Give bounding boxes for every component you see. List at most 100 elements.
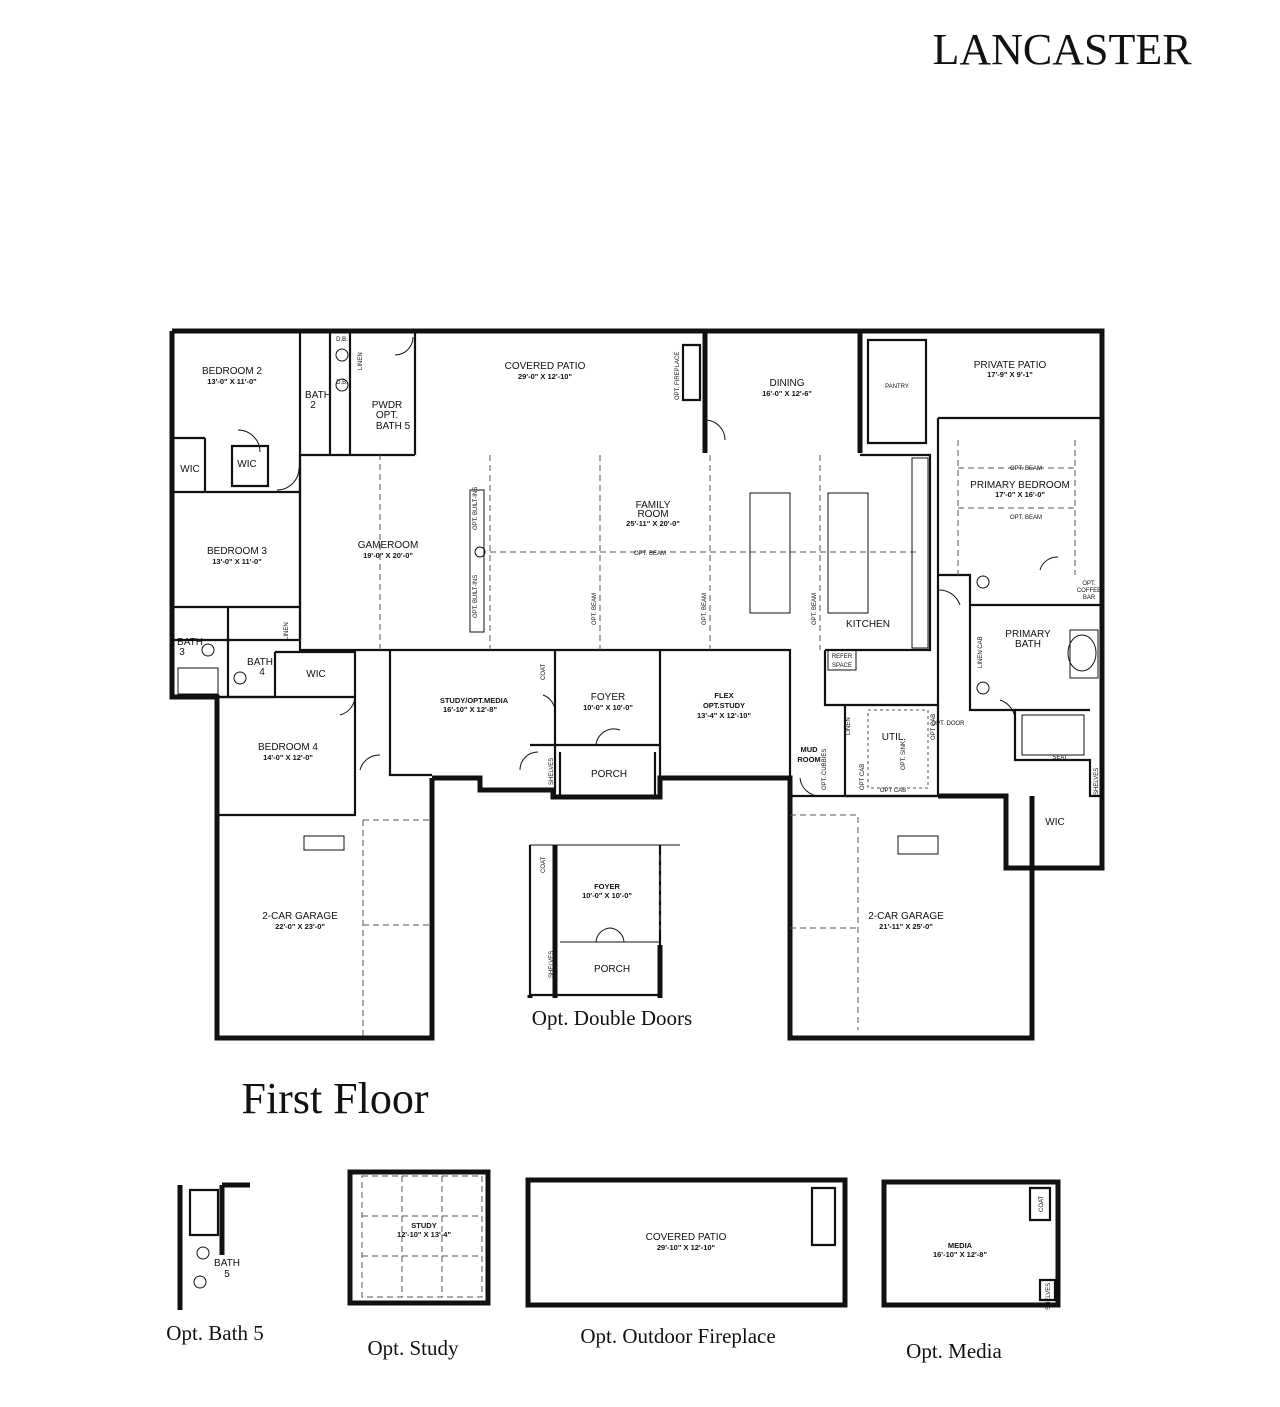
bedroom4-dims: 14'-0" X 12'-0" — [263, 753, 313, 762]
bath-fixtures — [177, 348, 1099, 756]
opt-beam-label-6: OPT. BEAM — [812, 593, 818, 625]
primary-bath-label-2: BATH — [1015, 639, 1041, 650]
space-label: SPACE — [832, 663, 852, 669]
opt-media-label: MEDIA — [948, 1241, 973, 1250]
coffee-bar-3: BAR — [1083, 595, 1096, 601]
shelves-label-2: SHELVES — [1094, 768, 1100, 795]
gameroom-dims: 19'-0" X 20'-0" — [363, 551, 413, 560]
study-media-dims: 16'-10" X 12'-8" — [443, 705, 497, 714]
pantry-label: PANTRY — [885, 384, 909, 390]
linen-label-1: LINEN — [358, 352, 364, 370]
covered-patio-dims: 29'-0" X 12'-10" — [518, 372, 572, 381]
opt-bath5-num: 5 — [224, 1269, 230, 1280]
refer-label: REFER — [832, 654, 853, 660]
opt-study-inset: STUDY 12'-10" X 13'-4" Opt. Study — [347, 1169, 491, 1360]
pwdr-opt: OPT. — [376, 410, 398, 421]
study-media-label: STUDY/OPT.MEDIA — [440, 696, 509, 705]
plan-title: LANCASTER — [932, 25, 1192, 74]
garage-left-dims: 22'-0" X 23'-0" — [275, 922, 325, 931]
util-label: UTIL. — [882, 732, 906, 743]
opt-door-label: OPT. DOOR — [931, 721, 965, 727]
coffee-bar-1: OPT. — [1082, 581, 1096, 587]
linen-label-3: LINEN — [846, 717, 852, 735]
interior-walls — [172, 331, 1102, 817]
porch2-label: PORCH — [594, 964, 630, 975]
opt-beam-label-2: OPT. BEAM — [1010, 515, 1042, 521]
opt-cab-label-1: OPT CAB — [880, 788, 906, 794]
coat-label-2: COAT — [541, 856, 547, 873]
opt-fireplace-caption: Opt. Outdoor Fireplace — [580, 1324, 775, 1348]
pwdr-label: PWDR — [372, 400, 403, 411]
bath4-label: BATH — [247, 657, 273, 668]
dining-label: DINING — [770, 378, 805, 389]
opt-beam-label-3: OPT. BEAM — [634, 551, 666, 557]
opt-beam-label-4: OPT. BEAM — [592, 593, 598, 625]
opt-cubbies-label: OPT. CUBBIES — [822, 749, 828, 790]
primary-bedroom-label: PRIMARY BEDROOM — [970, 480, 1070, 491]
opt-media-coat-label: COAT — [1039, 1195, 1045, 1212]
coat-label-1: COAT — [541, 663, 547, 680]
garage-right-label: 2-CAR GARAGE — [868, 911, 944, 922]
opt-bath5-inset: BATH 5 Opt. Bath 5 — [166, 1182, 264, 1345]
bedroom2-label: BEDROOM 2 — [202, 366, 262, 377]
opt-fireplace-patio-dims: 29'-10" X 12'-10" — [657, 1243, 716, 1252]
opt-bath5-label: BATH — [214, 1258, 240, 1269]
opt-double-doors-caption: Opt. Double Doors — [532, 1006, 692, 1030]
opt-builtins-label-2: OPT. BUILT-INS — [473, 575, 479, 618]
covered-patio-label: COVERED PATIO — [505, 361, 586, 372]
mud-room-label-1: MUD — [800, 745, 818, 754]
opt-sink-label: OPT. SINK — [901, 741, 907, 770]
bedroom2-dims: 13'-0" X 11'-0" — [207, 377, 257, 386]
opt-fireplace-patio-label: COVERED PATIO — [646, 1232, 727, 1243]
private-patio-dims: 17'-9" X 9'-1" — [987, 370, 1033, 379]
foyer2-dims: 10'-0" X 10'-0" — [582, 891, 632, 900]
linen-label-2: LINEN — [284, 622, 290, 640]
family-room-label-2: ROOM — [637, 509, 668, 520]
porch-label: PORCH — [591, 769, 627, 780]
opt-fireplace-label: OPT. FIREPLACE — [675, 352, 681, 400]
seat-label: SEAT — [1052, 755, 1068, 761]
kitchen-islands — [303, 457, 939, 855]
foyer2-label: FOYER — [594, 882, 620, 891]
first-floor-label: First Floor — [241, 1074, 428, 1123]
bath4-num: 4 — [259, 667, 265, 678]
bath3-label: BATH — [177, 637, 203, 648]
wic-primary-label: WIC — [1045, 817, 1064, 828]
shelves-label-3: SHELVES — [549, 951, 555, 978]
foyer-dims: 10'-0" X 10'-0" — [583, 703, 633, 712]
shelves-label-1: SHELVES — [549, 758, 555, 785]
linen-cab-label: LINEN CAB — [978, 636, 984, 668]
opt-beam-label-1: OPT. BEAM — [1010, 466, 1042, 472]
bedroom4-label: BEDROOM 4 — [258, 742, 318, 753]
foyer-label: FOYER — [591, 692, 625, 703]
gameroom-label: GAMEROOM — [358, 540, 419, 551]
db-label-2: D.B. — [336, 380, 348, 386]
opt-cab-label-2: OPT CAB — [860, 764, 866, 790]
family-room-label-1: FAMILY — [636, 500, 671, 511]
opt-beam-label-5: OPT. BEAM — [702, 593, 708, 625]
optional-beams — [362, 440, 1076, 1038]
bath2-label: BATH — [305, 390, 331, 401]
kitchen-label: KITCHEN — [846, 619, 890, 630]
bedroom3-label: BEDROOM 3 — [207, 546, 267, 557]
flex-label-1: FLEX — [714, 691, 733, 700]
db-label-1: D.B. — [336, 337, 348, 343]
opt-fireplace-inset: COVERED PATIO 29'-10" X 12'-10" Opt. Out… — [525, 1177, 848, 1348]
opt-media-inset: MEDIA 16'-10" X 12'-8" COAT SHELVES Opt.… — [881, 1179, 1061, 1363]
flex-label-2: OPT.STUDY — [703, 701, 745, 710]
door-swings — [237, 336, 1059, 797]
garage-right-dims: 21'-11" X 25'-0" — [879, 922, 933, 931]
bath3-num: 3 — [179, 647, 185, 658]
opt-media-caption: Opt. Media — [906, 1339, 1002, 1363]
room-labels: BEDROOM 2 13'-0" X 11'-0" BATH 2 PWDR OP… — [177, 337, 1101, 931]
opt-study-label: STUDY — [411, 1221, 436, 1230]
mud-room-label-2: ROOM — [797, 755, 820, 764]
bedroom3-dims: 13'-0" X 11'-0" — [212, 557, 262, 566]
wic-mid-label: WIC — [237, 459, 256, 470]
exterior-walls — [169, 328, 1105, 1041]
dining-dims: 16'-0" X 12'-6" — [762, 389, 812, 398]
pwdr-bath5: BATH 5 — [376, 421, 411, 432]
opt-builtins-label-1: OPT. BUILT-INS — [473, 487, 479, 530]
flex-dims: 13'-4" X 12'-10" — [697, 711, 751, 720]
